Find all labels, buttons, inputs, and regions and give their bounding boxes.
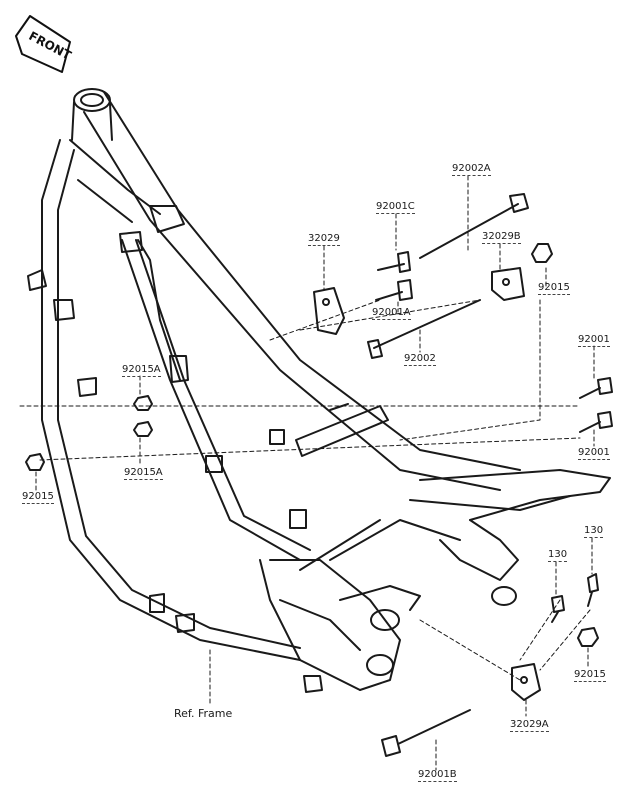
- part-label-92015-left: 92015: [22, 491, 54, 504]
- part-label-32029a: 32029A: [510, 719, 549, 732]
- part-label-92002a: 92002A: [452, 163, 491, 176]
- bracket-32029b: [491, 267, 525, 301]
- part-label-92015a-upper: 92015A: [122, 364, 161, 377]
- bolt-92001b: [381, 709, 471, 757]
- part-label-92001-upper: 92001: [578, 334, 610, 347]
- bolt-92001c: [377, 251, 411, 273]
- nut-92015-left: [25, 453, 45, 471]
- front-arrow-icon: FRONT: [15, 15, 74, 73]
- part-label-92002: 92002: [404, 353, 436, 366]
- leader-lines: [19, 175, 595, 771]
- bracket-32029: [313, 287, 345, 335]
- part-label-92001a: 92001A: [372, 307, 411, 320]
- part-label-92015a-lower: 92015A: [124, 467, 163, 480]
- bolt-92001-upper: [579, 377, 613, 399]
- part-label-32029b: 32029B: [482, 231, 521, 244]
- part-label-92001c: 92001C: [376, 201, 415, 214]
- bolt-92002: [367, 299, 481, 359]
- part-label-92015-bottom: 92015: [574, 669, 606, 682]
- bolt-130-left: [551, 595, 565, 623]
- inner-lugs: [169, 355, 307, 529]
- inner-downtube: [121, 239, 311, 561]
- nut-92015-bottom: [577, 627, 599, 647]
- bolt-92001a: [375, 279, 413, 301]
- bracket-32029a: [511, 663, 541, 701]
- bolt-92002a: [419, 193, 529, 259]
- part-label-32029: 32029: [308, 233, 340, 246]
- part-label-130-right: 130: [584, 525, 604, 538]
- nut-92015-top: [531, 243, 553, 263]
- part-label-92001-lower: 92001: [578, 447, 610, 460]
- bolt-92001-lower: [579, 411, 613, 433]
- main-backbone: [83, 91, 521, 491]
- part-label-130-left: 130: [548, 549, 568, 562]
- part-label-92001b: 92001B: [418, 769, 457, 782]
- reference-frame-label: Ref. Frame: [174, 707, 233, 720]
- lower-cradle: [149, 559, 421, 693]
- cross-member: [295, 403, 389, 457]
- steering-head: [71, 88, 113, 141]
- part-label-92015-top: 92015: [538, 282, 570, 295]
- nut-92015a-upper: [133, 395, 153, 411]
- nut-92015a-lower: [133, 421, 153, 437]
- rear-frame: [299, 469, 611, 606]
- front-downtube: [27, 139, 301, 661]
- top-gusset: [69, 139, 185, 253]
- bolt-130-right: [587, 573, 599, 607]
